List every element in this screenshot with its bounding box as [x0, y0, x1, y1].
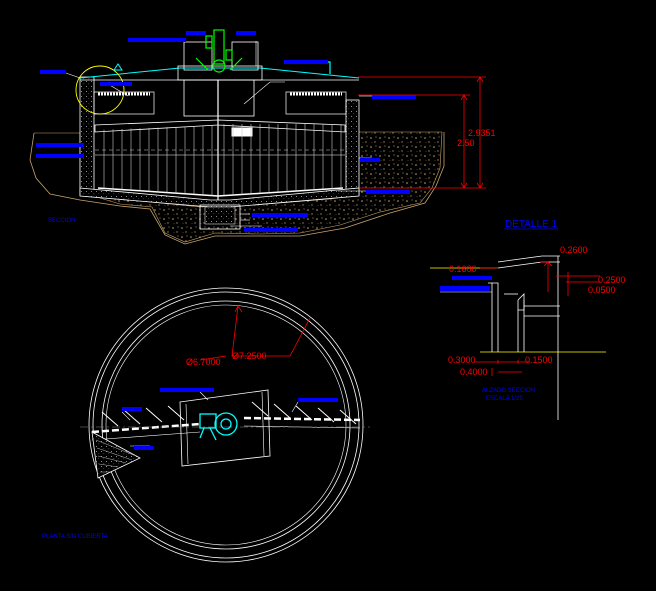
drive-motor-icon: [195, 29, 243, 73]
detail-title: DETALLE 1: [505, 219, 557, 230]
rake-bottom-left: [97, 187, 219, 197]
leader-tag: [122, 407, 142, 411]
dim-0-2600: 0.2600: [560, 245, 588, 255]
plan-rake-blade: [167, 405, 185, 421]
plan-ring-2: [92, 291, 360, 559]
dim-2-9351: 2.9351: [468, 128, 496, 138]
leader-tag: [128, 38, 186, 42]
dim-0-1600: 0.1600: [449, 264, 477, 274]
height-dimensions: [358, 76, 486, 189]
leader-tag: [236, 31, 256, 35]
leader-tag: [160, 388, 214, 392]
plan-leader-tags: [122, 388, 338, 450]
leader-tag: [372, 95, 416, 99]
detail-callout-circle: [75, 65, 125, 115]
detail-view: DETALLE 1: [430, 219, 626, 420]
center-well: [183, 79, 255, 117]
detail-weir-plate: [440, 286, 490, 291]
plan-ring-3: [101, 300, 351, 550]
dim-0-3000: 0.3000: [448, 355, 476, 365]
plan-bridge-post: [185, 403, 189, 465]
scum-box-hatched: [91, 431, 141, 479]
plan-leaders: [121, 391, 299, 447]
plan-outer-ring: [88, 287, 364, 563]
plan-label: PLANTA SIN CUBIERTA: [42, 534, 108, 540]
scum-box-hatch-lines: [95, 439, 137, 473]
section-view: 2.9351 2.50 SECCION: [29, 29, 496, 245]
tank-left-wall: [79, 76, 95, 196]
leader-tag: [100, 82, 132, 86]
plan-rake-arm-2: [91, 425, 361, 441]
sludge-pit: [199, 204, 241, 230]
rake-arm-left: [94, 119, 219, 133]
rake-arm-right: [217, 119, 346, 133]
detail-structure: [488, 255, 560, 420]
leader-tag: [36, 154, 84, 158]
ground-left: [34, 131, 443, 243]
leader-tag: [252, 213, 308, 217]
plan-rake-blade: [145, 407, 163, 423]
leader-tag: [40, 70, 66, 74]
plan-view: Ø6.7000 Ø7.2500 PLANTA SIN CUBIERTA: [42, 287, 370, 563]
dim-0-2500: 0.2500: [598, 275, 626, 285]
leader-tag: [298, 398, 338, 402]
section-label: SECCION: [48, 218, 75, 224]
leader-tag: [186, 31, 206, 35]
tank-cover: [79, 67, 360, 79]
leader-tag: [134, 446, 154, 450]
plan-rake-blade: [251, 401, 269, 417]
rake-grid-left: [103, 125, 213, 196]
plan-rake-arm: [91, 416, 361, 434]
plan-rake-blade: [339, 409, 357, 425]
ground-outline: [29, 132, 445, 245]
section-leader-tags: [36, 31, 416, 232]
center-drive-icon: [199, 412, 238, 441]
dim-0-1500: 0.1500: [525, 355, 553, 365]
plan-rake-blade: [123, 409, 141, 425]
drive-housing: [183, 41, 213, 71]
dim-0-4000: 0.4000: [460, 367, 488, 377]
diameter-leaders: [199, 305, 311, 361]
plan-rake-blade: [101, 411, 119, 427]
dim-diameter-inner: Ø6.7000: [186, 357, 221, 367]
detail-dimensions: [474, 261, 600, 376]
dim-0-0500: 0.0500: [588, 285, 616, 295]
leader-tag: [36, 143, 84, 147]
plan-rake-blades: [101, 401, 357, 427]
plan-bridge: [179, 389, 271, 467]
tank-right-wall: [345, 99, 360, 196]
scale-label: ESCALA 1/25: [486, 396, 523, 402]
plan-ring-4: [105, 304, 347, 546]
tank-floor: [79, 187, 360, 208]
dim-diameter-outer: Ø7.2500: [232, 351, 267, 361]
plan-rake-blade: [317, 407, 335, 423]
rake-grid-right: [223, 124, 342, 196]
plan-rake-blade: [273, 403, 291, 419]
leader-tag: [360, 158, 380, 162]
rake-bottom-right: [217, 187, 344, 197]
plan-bridge-post-2: [261, 391, 265, 457]
dim-2-50: 2.50: [457, 138, 475, 148]
leader-tag: [366, 190, 410, 194]
sludge-pit-inner: [204, 206, 236, 225]
level-marker-icon: [113, 63, 123, 71]
leader-tag: [244, 228, 298, 232]
launder-right: [285, 91, 347, 115]
elevation-label: ALZADO SECCION: [482, 388, 535, 394]
leader-tag: [284, 60, 328, 64]
detail-tag-1: [452, 276, 492, 280]
plan-rake-blade: [295, 405, 313, 421]
